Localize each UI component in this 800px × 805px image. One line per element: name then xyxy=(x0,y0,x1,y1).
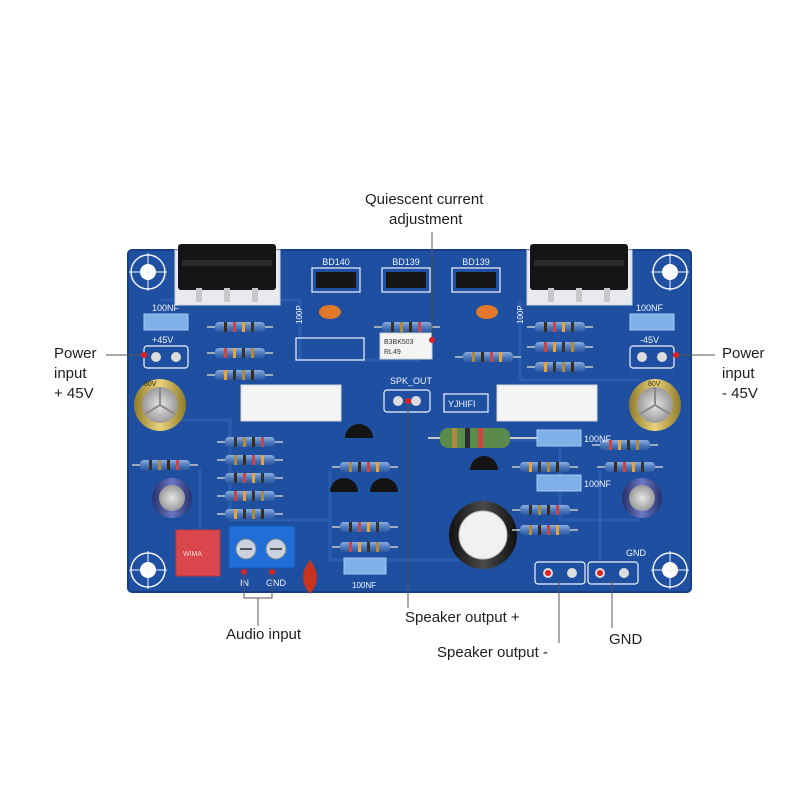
speaker-output-header xyxy=(534,561,586,585)
side-label: 100P xyxy=(516,305,525,324)
power-transistor-left xyxy=(174,244,281,306)
cap-label: 100NF xyxy=(152,303,180,313)
callout-power-left-2: input xyxy=(54,365,87,382)
resistor xyxy=(455,352,521,362)
resistor xyxy=(512,525,578,535)
bd139-label: BD139 xyxy=(462,257,490,267)
spk-out-label: SPK_OUT xyxy=(390,376,433,386)
side-label: 100P xyxy=(295,305,304,324)
box-cap-mid-right-1: 100NF xyxy=(536,429,612,447)
resistor xyxy=(512,505,578,515)
cap-rating: 80V xyxy=(144,381,157,388)
resistor xyxy=(217,473,283,483)
trimmer-text: RL49 xyxy=(384,349,401,356)
silk-outline xyxy=(295,337,365,361)
callout-audio-input: Audio input xyxy=(226,626,302,643)
input-terminal-block: IN GND xyxy=(228,525,296,588)
power-resistor xyxy=(428,428,538,448)
small-transistors xyxy=(330,424,498,492)
callout-speaker-plus: Speaker output + xyxy=(405,609,520,626)
resistor xyxy=(217,509,283,519)
cap-label: 100NF xyxy=(584,434,612,444)
ceramic-cap xyxy=(319,305,341,319)
resistor xyxy=(217,491,283,501)
resistor xyxy=(527,362,593,372)
callout-power-right-2: input xyxy=(722,365,755,382)
callout-power-right-3: - 45V xyxy=(722,385,758,402)
resistor xyxy=(332,462,398,472)
callout-power-left-1: Power xyxy=(54,345,97,362)
terminal-gnd-label: GND xyxy=(266,578,287,588)
rail-terminal-plus45v: +45V xyxy=(143,335,189,369)
callout-power-right-1: Power xyxy=(722,345,765,362)
resistor xyxy=(207,322,273,332)
gnd-pad-label: GND xyxy=(626,548,647,558)
resistor xyxy=(512,462,578,472)
bd140-label: BD140 xyxy=(322,257,350,267)
rail-label: -45V xyxy=(640,335,659,345)
cap-label: 100NF xyxy=(584,479,612,489)
callout-speaker-minus: Speaker output - xyxy=(437,644,548,661)
callout-dots xyxy=(141,337,679,576)
power-transistor-right xyxy=(526,244,633,306)
resistor xyxy=(207,370,273,380)
electrolytic-cap-left: 80V xyxy=(134,379,186,431)
resistor xyxy=(332,542,398,552)
resistor xyxy=(374,322,440,332)
mounting-hole xyxy=(129,551,167,589)
cap-label: 100NF xyxy=(636,303,664,313)
resistor xyxy=(217,437,283,447)
quiescent-trimmer: B3BK503 RL49 xyxy=(379,332,433,360)
film-cap-wima: WIMA xyxy=(175,529,221,577)
callout-power-left-3: + 45V xyxy=(54,385,94,402)
mounting-hole xyxy=(651,253,689,291)
gnd-header: GND xyxy=(587,548,647,585)
callout-quiescent-line1: Quiescent current xyxy=(365,191,484,208)
bd139-label: BD139 xyxy=(392,257,420,267)
electrolytic-cap-small-right xyxy=(622,478,662,518)
resistor xyxy=(217,455,283,465)
resistor xyxy=(527,342,593,352)
resistor xyxy=(332,522,398,532)
resistor xyxy=(597,462,663,472)
electrolytic-cap-small-left xyxy=(152,478,192,518)
driver-transistor-bd139-a: BD139 xyxy=(381,257,431,293)
box-cap-bottom-center: 100NF xyxy=(343,557,387,590)
callout-quiescent-line2: adjustment xyxy=(389,211,463,228)
electrolytic-cap-large-center xyxy=(449,501,517,569)
driver-transistor-bd140: BD140 xyxy=(311,257,361,293)
resistor xyxy=(207,348,273,358)
film-cap-text: WIMA xyxy=(183,551,202,558)
box-cap-top-right: 100NF xyxy=(629,303,675,331)
resistor xyxy=(132,460,198,470)
ceramic-cap xyxy=(476,305,498,319)
resistor xyxy=(592,440,658,450)
mounting-hole xyxy=(129,253,167,291)
callout-lines xyxy=(106,232,715,643)
electrolytic-cap-right: 80V xyxy=(629,379,681,431)
mounting-holes xyxy=(129,253,689,589)
box-cap-top-left: 100NF xyxy=(143,303,189,331)
cap-rating: 80V xyxy=(648,381,661,388)
brand-label: YJHIFI xyxy=(448,399,476,409)
mounting-hole xyxy=(651,551,689,589)
driver-transistor-bd139-b: BD139 xyxy=(451,257,501,293)
box-cap-mid-right-2: 100NF xyxy=(536,474,612,492)
ceramic-cap-red xyxy=(303,560,317,594)
cap-label: 100NF xyxy=(352,581,376,590)
rail-label: +45V xyxy=(152,335,173,345)
resistors xyxy=(132,322,663,552)
cement-resistor-right xyxy=(496,384,598,422)
spk-out-pad: SPK_OUT xyxy=(383,376,433,413)
callout-gnd: GND xyxy=(609,631,643,648)
brand-box xyxy=(443,393,489,413)
cement-resistor-left xyxy=(240,384,342,422)
trimmer-text: B3BK503 xyxy=(384,339,414,346)
resistor xyxy=(527,322,593,332)
